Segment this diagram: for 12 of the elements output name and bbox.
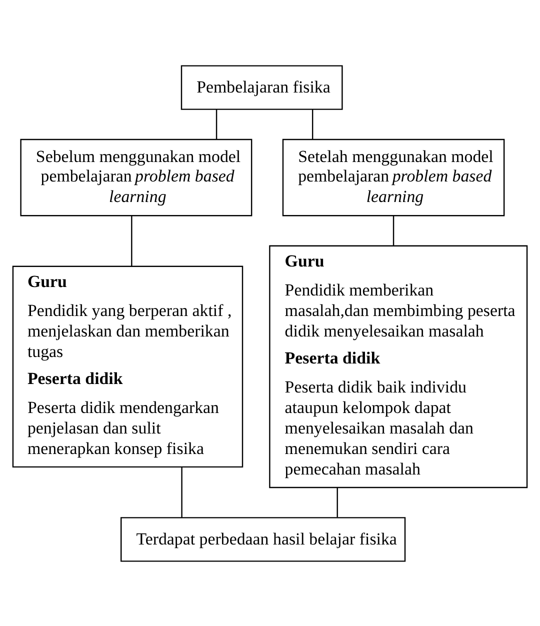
connector [392, 215, 394, 246]
node-box: Guru Pendidik yang berperan aktif , menjelaskan dan memberikan tugas Peserta didik Peserta didik mendengarkan penjelasan dan sulit menerapkan konsep fisika [12, 265, 244, 468]
connector [131, 215, 132, 266]
connector [216, 108, 218, 139]
connector [181, 466, 182, 518]
node-box: Terdapat perbedaan hasil belajar fisika [120, 516, 406, 562]
node-box: Pembelajaran fisika [180, 64, 343, 110]
node-box: Guru Pendidik memberikan masalah,dan membimbing peserta didik menyelesaikan masalah Peserta didik Peserta didik baik individu ataupun kelompok dapat menyelesaikan masalah dan menemukan sendiri cara pemecahan masalah [269, 244, 528, 488]
node-box: Sebelum menggunakan model pembelajaran problem based learning [20, 138, 252, 216]
connector [336, 487, 338, 517]
node-box: Setelah menggunakan model pembelajaran problem based learning [282, 138, 505, 216]
connector [312, 108, 314, 139]
